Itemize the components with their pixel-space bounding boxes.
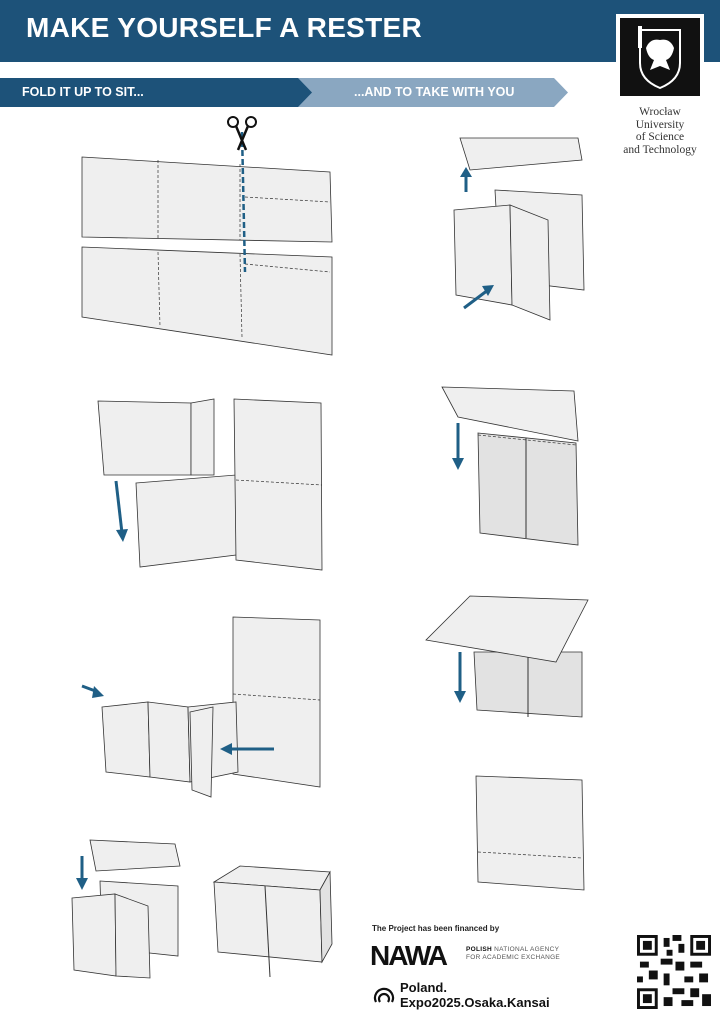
- eagle-crest-icon: [638, 26, 681, 90]
- university-name: Wrocław University of Science and Techno…: [623, 106, 697, 156]
- university-logo: [616, 14, 704, 100]
- step-fold-top-diagram: [453, 137, 585, 321]
- step-fold-sides-diagram: [81, 616, 321, 798]
- step-closed-box-diagram: [441, 386, 579, 546]
- qr-code[interactable]: [637, 935, 711, 1009]
- step-seat-top-diagram: [425, 595, 589, 718]
- step-unfold-diagram: [97, 398, 323, 571]
- header-bar: MAKE YOURSELF A RESTER: [0, 0, 720, 62]
- step-flat-packed-diagram: [475, 775, 585, 891]
- scissors-icon: [227, 116, 257, 151]
- ribbon-fold-to-sit: FOLD IT UP TO SIT...: [0, 78, 314, 107]
- financed-by-label: The Project has been financed by: [372, 924, 500, 933]
- page-title: MAKE YOURSELF A RESTER: [26, 12, 423, 43]
- expo-label: Poland. Expo2025.Osaka.Kansai: [400, 980, 550, 1010]
- ribbon-take-with-you: ...AND TO TAKE WITH YOU: [298, 78, 568, 107]
- step-flat-sheet-diagram: [81, 116, 333, 356]
- expo-logo-icon: [373, 987, 395, 1003]
- step-finished-rester-diagram: [212, 865, 333, 978]
- nawa-logo: NAWA: [370, 940, 448, 971]
- nawa-agency-name: POLISH NATIONAL AGENCY FOR ACADEMIC EXCH…: [466, 946, 561, 961]
- step-assemble-diagram: [71, 839, 181, 979]
